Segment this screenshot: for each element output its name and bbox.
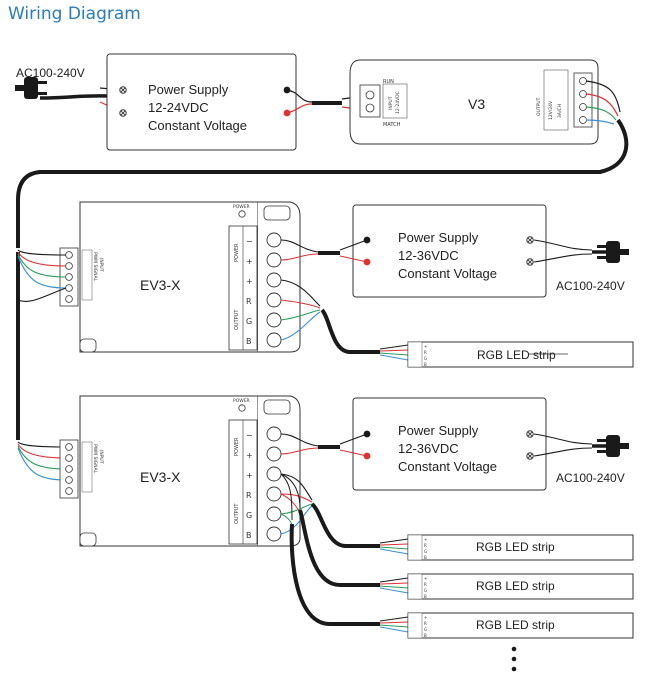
ac-label-top: AC100-240V: [16, 66, 85, 80]
ps-r2-line3: Constant Voltage: [398, 459, 497, 474]
receiver-2-signal-label: PWM SIGNAL: [92, 444, 98, 474]
strip-2-pin-3: G: [424, 549, 427, 554]
ps-top-line3: Constant Voltage: [148, 118, 247, 133]
ps-r2-line2: 12-36VDC: [398, 441, 459, 456]
ps-top-line1: Power Supply: [148, 82, 229, 97]
strip-feed-wires: [379, 538, 409, 633]
strip-3-pin-2: R: [424, 582, 427, 587]
led-strip-2: + R G B RGB LED strip: [407, 534, 634, 561]
receiver-1-terminal-1: −: [246, 237, 253, 246]
receiver-2: POWER POWER OUTPUT − + + R G B INPUT PWM…: [59, 395, 301, 547]
receiver-2-terminal-5: G: [246, 511, 252, 520]
v3-controller: RUN MATCH INPUT 12-24VDC OUTPUT 12V/24V …: [349, 59, 599, 145]
strip-1-pin-2: R: [424, 350, 427, 355]
receiver-2-power-led-label: POWER: [233, 398, 250, 404]
v3-channel-voltage: 12V/24V: [548, 100, 554, 120]
strip-3-pin-1: +: [424, 576, 427, 581]
led-strip-3: + R G B RGB LED strip: [407, 573, 634, 600]
v3-input-label: INPUT: [388, 96, 394, 110]
strip-1-pin-3: G: [424, 356, 427, 361]
receiver-1-terminal-5: G: [246, 317, 252, 326]
v3-output-label: OUTPUT: [536, 97, 542, 116]
receiver-1-terminal-6: B: [246, 337, 252, 346]
strip-3-pin-3: G: [424, 588, 427, 593]
power-supply-receiver-2: Power Supply 12-36VDC Constant Voltage: [352, 397, 547, 491]
receiver-1-input-label: INPUT: [98, 258, 104, 272]
strip-1-label: RGB LED strip: [477, 348, 556, 362]
receiver-2-terminal-4: R: [246, 491, 252, 500]
v3-name: V3: [468, 96, 485, 112]
receiver-1-output-label: OUTPUT: [234, 309, 240, 330]
receiver-1-power-label: POWER: [234, 243, 240, 262]
ps-r2-line1: Power Supply: [398, 423, 479, 438]
strip-2-label: RGB LED strip: [476, 540, 555, 554]
strip-4-pin-2: R: [424, 621, 427, 626]
strip-2-pin-1: +: [424, 537, 427, 542]
receiver-2-terminal-3: +: [246, 471, 253, 480]
receiver-2-output-label: OUTPUT: [234, 503, 240, 524]
ac-label-receiver-2: AC100-240V: [556, 471, 625, 485]
receiver-1-signal-label: PWM SIGNAL: [92, 252, 98, 282]
continuation-ellipsis: [511, 646, 517, 672]
receiver-1-terminal-3: +: [246, 277, 253, 286]
v3-run-label: RUN: [383, 79, 394, 85]
v3-input-voltage: 12-24VDC: [395, 91, 401, 114]
ps-r1-line2: 12-36VDC: [398, 248, 459, 263]
ac-label-receiver-1: AC100-240V: [556, 279, 625, 293]
ac-plug-top: [15, 77, 47, 99]
receiver-2-terminal-1: −: [246, 431, 253, 440]
receiver-2-name: EV3-X: [140, 469, 181, 485]
receiver-2-power-label: POWER: [234, 437, 240, 456]
receiver-1-power-led-label: POWER: [233, 204, 250, 210]
receiver-2-input-label: INPUT: [98, 450, 104, 464]
strip-3-label: RGB LED strip: [476, 579, 555, 593]
strip-4-pin-1: +: [424, 615, 427, 620]
power-supply-receiver-1: Power Supply 12-36VDC Constant Voltage: [352, 204, 547, 298]
strip-4-pin-3: G: [424, 627, 427, 632]
receiver-1-name: EV3-X: [140, 277, 181, 293]
led-strip-1: + R G B RGB LED strip: [407, 341, 634, 368]
receiver-1: POWER POWER OUTPUT − + + R G B INPUT PWM…: [59, 201, 301, 353]
strip-3-pin-4: B: [424, 594, 427, 599]
led-strip-4: + R G B RGB LED strip: [407, 612, 634, 639]
diagram-title: Wiring Diagram: [8, 4, 141, 24]
v3-match-label: MATCH: [383, 122, 401, 128]
strip-1-pin-1: +: [424, 344, 427, 349]
receiver-1-terminal-2: +: [246, 257, 253, 266]
ps-r1-line3: Constant Voltage: [398, 266, 497, 281]
strip-4-pin-4: B: [424, 633, 427, 638]
v3-channel-current: 3A/CH: [557, 104, 563, 118]
strip-2-pin-2: R: [424, 543, 427, 548]
strip-1-pin-4: B: [424, 362, 427, 367]
receiver-2-terminal-2: +: [246, 451, 253, 460]
receiver-1-terminal-4: R: [246, 297, 252, 306]
strip-2-pin-4: B: [424, 555, 427, 560]
strip-4-label: RGB LED strip: [476, 618, 555, 632]
power-supply-top: [106, 53, 297, 151]
ps-r1-line1: Power Supply: [398, 230, 479, 245]
receiver-2-terminal-6: B: [246, 531, 252, 540]
ps-top-line2: 12-24VDC: [148, 100, 209, 115]
